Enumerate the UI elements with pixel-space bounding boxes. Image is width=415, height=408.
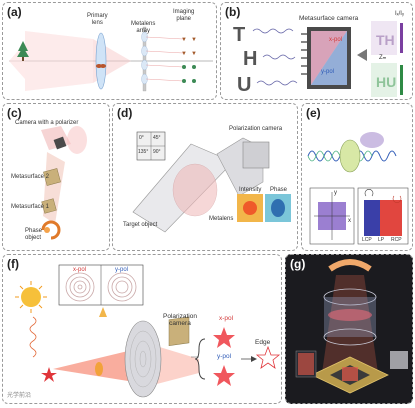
edge-label: Edge	[255, 339, 271, 346]
metasurface-2-label: Metasurface 2	[11, 174, 50, 180]
intensity-label: Intensity	[239, 187, 262, 193]
metalens-array-label: Metalens array	[131, 21, 156, 34]
panel-b-illustration: T H U TH HU	[233, 21, 403, 97]
x-pol-output-label: x-pol	[219, 315, 234, 322]
svg-text:▼: ▼	[191, 37, 197, 43]
zm-label: Zₘ	[379, 55, 387, 61]
panel-f-illustration	[15, 264, 281, 398]
rcp-label: RCP	[391, 237, 402, 243]
panel-g: (g)	[285, 254, 413, 404]
watermark: 光学前沿	[7, 393, 32, 399]
panel-c-illustration	[41, 126, 87, 240]
intensity-ratio-label: Iₓ/Iᵧ	[395, 11, 404, 17]
pixel-0-label: 0°	[139, 135, 144, 141]
sun-icon	[15, 281, 47, 313]
panel-g-label: (g)	[290, 257, 306, 271]
metalens-array	[141, 26, 148, 92]
y-pol-output-label: y-pol	[217, 353, 232, 360]
svg-text:TH: TH	[376, 32, 395, 48]
phase-object-label: Phase object	[25, 228, 43, 241]
arrow-right-icon	[357, 49, 367, 61]
panel-b-label: (b)	[225, 5, 241, 19]
svg-text:HU: HU	[376, 74, 396, 90]
svg-text:▼: ▼	[191, 51, 197, 57]
x-pol-label: x-pol	[73, 267, 87, 273]
arrow-up-icon	[99, 307, 107, 317]
panel-f: (f)	[2, 254, 282, 404]
panel-e: (e) y x LCP LP RCP	[301, 103, 413, 251]
svg-text:▼: ▼	[181, 51, 187, 57]
pixel-90-label: 90°	[153, 149, 161, 155]
metalens-label: Metalens	[209, 216, 234, 222]
panel-e-label: (e)	[306, 106, 321, 120]
metasurface-1-label: Metasurface 1	[11, 204, 50, 210]
svg-text:T: T	[233, 24, 245, 46]
panel-g-illustration	[295, 259, 408, 394]
metasurface-camera-label: Metasurface camera	[299, 15, 359, 22]
x-pol-label: x-pol	[329, 37, 343, 43]
panel-a-label: (a)	[7, 5, 22, 19]
polarization-camera-label: Polarization camera	[229, 126, 283, 132]
polarization-camera-label: Polarization camera	[163, 313, 197, 328]
panel-a-illustration: ▼ ▼ ▼ ▼	[9, 26, 213, 92]
tree-icon	[17, 41, 29, 61]
panel-c: (c) Camera with a polarizer Metasurface …	[2, 103, 110, 251]
svg-text:U: U	[237, 74, 251, 96]
y-pol-label: y-pol	[321, 69, 335, 75]
panel-d-illustration	[132, 131, 291, 233]
svg-text:H: H	[243, 48, 257, 70]
panel-c-label: (c)	[7, 106, 22, 120]
camera-polarizer-label: Camera with a polarizer	[15, 120, 79, 126]
arrow-right-icon	[251, 356, 257, 362]
panel-f-label: (f)	[7, 257, 19, 271]
target-object-label: Target object	[123, 222, 158, 228]
axis-x-label: x	[348, 218, 351, 224]
imaging-plane-label: Imaging plane	[173, 9, 195, 22]
phase-label: Phase	[270, 187, 288, 193]
y-pol-label: y-pol	[115, 267, 129, 273]
lcp-label: LCP	[362, 237, 372, 243]
butterfly-icon	[96, 64, 106, 68]
panel-d-label: (d)	[117, 106, 133, 120]
metalens-disc	[124, 320, 162, 398]
lp-label: LP	[378, 237, 385, 243]
pixel-135-label: 135°	[138, 149, 149, 155]
primary-lens-label: Primary lens	[87, 13, 108, 26]
panel-a: (a) ▼ ▼ ▼ ▼	[2, 2, 217, 100]
axis-y-label: y	[334, 190, 337, 196]
pixel-45-label: 45°	[153, 135, 161, 141]
panel-e-illustration	[307, 132, 409, 245]
imaging-plane: ▼ ▼ ▼ ▼	[181, 37, 197, 83]
panel-d: (d) 0° 45° 135° 90° Polarization camera …	[112, 103, 298, 251]
panel-b: (b) T H U TH HU Metasurface camera x-pol…	[220, 2, 413, 100]
svg-text:▼: ▼	[181, 37, 187, 43]
